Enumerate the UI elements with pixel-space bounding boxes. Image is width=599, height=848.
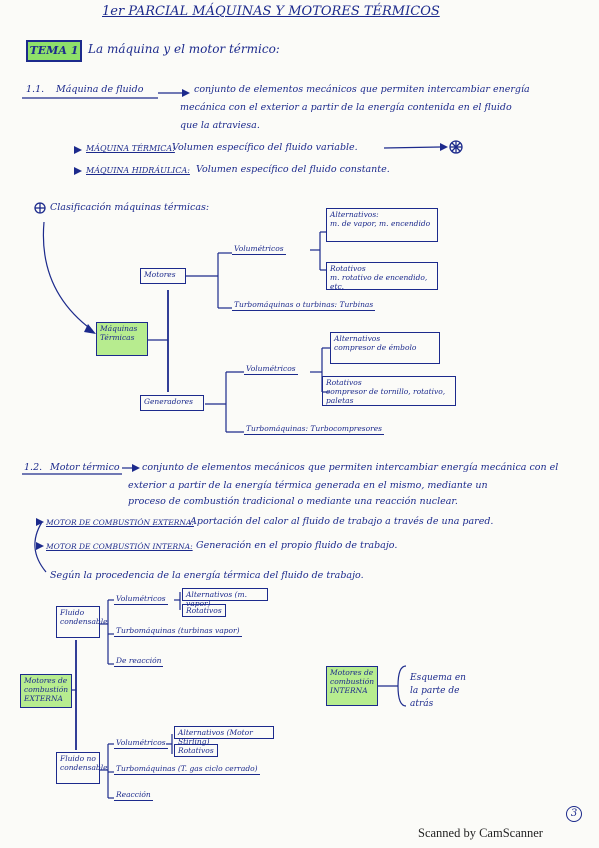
section-1-2-definition-line3: proceso de combustión tradicional o medi… xyxy=(128,496,458,507)
tema-title: La máquina y el motor térmico: xyxy=(88,42,280,56)
combustion-externa-term: MOTOR DE COMBUSTIÓN EXTERNA: xyxy=(46,518,194,527)
motores-rotativos: Rotativos xyxy=(330,264,366,273)
classification-heading: Clasificación máquinas térmicas: xyxy=(50,202,210,213)
generadores-alternativos-box: Alternativos compresor de émbolo xyxy=(330,332,440,364)
combustion-externa-box: Motores de combustión EXTERNA xyxy=(20,674,72,708)
motores-turbomaquinas: Turbomáquinas o turbinas: Turbinas xyxy=(232,300,376,311)
page-number: 3 xyxy=(566,806,582,822)
motores-alternativos: Alternativos: xyxy=(330,210,379,219)
combustion-interna-text: Generación en el propio fluido de trabaj… xyxy=(196,540,398,551)
ext-reaccion: De reacción xyxy=(114,656,164,667)
section-1-1-number: 1.1. xyxy=(26,84,45,95)
nc-reaccion: Reacción xyxy=(114,790,153,801)
motores-alternativos-ex: m. de vapor, m. encendido xyxy=(330,219,431,228)
page-title: 1er PARCIAL MÁQUINAS Y MOTORES TÉRMICOS xyxy=(102,4,440,19)
fluido-no-condensable-box: Fluido no condensable xyxy=(56,752,108,784)
section-1-2-term: Motor térmico xyxy=(50,462,120,473)
section-1-1-definition-line3: que la atraviesa. xyxy=(180,120,260,131)
motores-alternativos-box: Alternativos: m. de vapor, m. encendido xyxy=(326,208,438,242)
generadores-turbomaquinas: Turbomáquinas: Turbocompresores xyxy=(244,424,385,435)
generadores-volumetricos: Volumétricos xyxy=(244,364,298,375)
generadores-alternativos-ex: compresor de émbolo xyxy=(334,343,417,352)
maquinas-termicas-box: Máquinas Térmicas xyxy=(96,322,148,356)
combustion-interna-term: MOTOR DE COMBUSTIÓN INTERNA: xyxy=(46,542,193,551)
nc-turbomaquinas: Turbomáquinas (T. gas ciclo cerrado) xyxy=(114,764,260,775)
motores-box: Motores xyxy=(140,268,186,284)
section-1-2-number: 1.2. xyxy=(24,462,43,473)
generadores-rotativos-box: Rotativos compresor de tornillo, rotativ… xyxy=(322,376,456,406)
nc-rotativos: Rotativos xyxy=(174,744,218,757)
section-1-2-definition-line2: exterior a partir de la energía térmica … xyxy=(128,480,488,491)
ext-volumetricos: Volumétricos xyxy=(114,594,168,605)
ext-alternativos: Alternativos (m. vapor) xyxy=(182,588,268,608)
maquina-termica-text: Volumen específico del fluido variable. xyxy=(172,142,358,153)
combustion-interna-box: Motores de combustión INTERNA xyxy=(326,666,378,706)
maquina-hidraulica-term: MÁQUINA HIDRÁULICA: xyxy=(86,166,190,175)
nc-volumetricos: Volumétricos xyxy=(114,738,168,749)
section-1-1-term: Máquina de fluido xyxy=(56,84,144,95)
ext-rotativos: Rotativos xyxy=(182,604,226,617)
generadores-rotativos-ex: compresor de tornillo, rotativo, paletas xyxy=(326,387,446,405)
fluido-condensable-box: Fluido condensable xyxy=(56,606,108,638)
maquina-hidraulica-text: Volumen específico del fluido constante. xyxy=(196,164,390,175)
section-1-2-definition-line1: conjunto de elementos mecánicos que perm… xyxy=(142,462,559,473)
combustion-externa-text: Aportación del calor al fluido de trabaj… xyxy=(190,516,494,527)
motores-rotativos-box: Rotativos m. rotativo de encendido, etc. xyxy=(326,262,438,291)
nc-alternativos: Alternativos (Motor Stirling) xyxy=(174,726,274,746)
scanner-watermark: Scanned by CamScanner xyxy=(418,826,543,840)
maquina-termica-term: MÁQUINA TÉRMICA: xyxy=(86,144,175,153)
generadores-alternativos: Alternativos xyxy=(334,334,381,343)
section-1-1-definition-line1: conjunto de elementos mecánicos que perm… xyxy=(194,84,530,95)
tema-label: TEMA 1 xyxy=(26,40,82,62)
internal-note: Esquema en la parte de atrás xyxy=(410,673,466,709)
motores-rotativos-ex: m. rotativo de encendido, etc. xyxy=(330,273,428,291)
ext-turbomaquinas: Turbomáquinas (turbinas vapor) xyxy=(114,626,242,637)
section-1-1-definition-line2: mecánica con el exterior a partir de la … xyxy=(180,102,512,113)
procedencia-text: Según la procedencia de la energía térmi… xyxy=(50,570,364,581)
motores-volumetricos: Volumétricos xyxy=(232,244,286,255)
generadores-rotativos: Rotativos xyxy=(326,378,362,387)
generadores-box: Generadores xyxy=(140,395,204,411)
